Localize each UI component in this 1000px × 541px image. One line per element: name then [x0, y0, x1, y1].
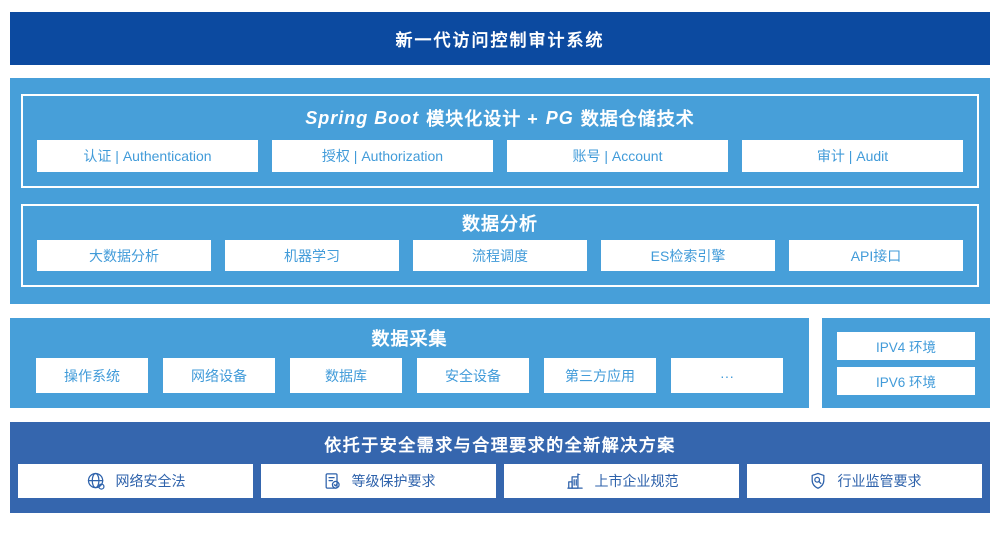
compliance-checklist-icon	[322, 471, 342, 491]
solution-industry-regulation: 行业监管要求	[747, 464, 982, 498]
module-audit: 审计 | Audit	[742, 140, 963, 172]
spring-boot-section: Spring Boot 模块化设计 + PG 数据仓储技术 认证 | Authe…	[21, 94, 979, 188]
title-part-spring-boot: Spring Boot	[305, 107, 420, 128]
module-api-interface: API接口	[789, 240, 963, 271]
module-es-search-engine: ES检索引擎	[601, 240, 775, 271]
solution-label: 行业监管要求	[837, 473, 922, 489]
module-authentication: 认证 | Authentication	[37, 140, 258, 172]
spring-module-row: 认证 | Authentication 授权 | Authorization 账…	[23, 140, 977, 186]
middle-row: 数据采集 操作系统 网络设备 数据库 安全设备 第三方应用 ··· IPV4 环…	[10, 318, 990, 408]
data-collection-title: 数据采集	[371, 329, 448, 349]
title-part-pg: PG	[545, 107, 574, 128]
listed-company-building-icon	[565, 471, 585, 491]
module-machine-learning: 机器学习	[225, 240, 399, 271]
diagram-page: 新一代访问控制审计系统 Spring Boot 模块化设计 + PG 数据仓储技…	[0, 12, 1000, 541]
section-spacer	[21, 188, 979, 204]
module-big-data-analysis: 大数据分析	[37, 240, 211, 271]
solution-label: 网络安全法	[115, 473, 186, 489]
solution-title: 依托于安全需求与合理要求的全新解决方案	[324, 435, 676, 455]
solution-section: 依托于安全需求与合理要求的全新解决方案 网络安全法	[10, 422, 990, 513]
solution-classified-protection: 等级保护要求	[261, 464, 496, 498]
module-process-scheduling: 流程调度	[413, 240, 587, 271]
solution-label: 上市企业规范	[594, 473, 679, 489]
module-security-device: 安全设备	[417, 358, 529, 393]
module-operating-system: 操作系统	[36, 358, 148, 393]
solution-cybersecurity-law: 网络安全法	[18, 464, 253, 498]
module-account: 账号 | Account	[507, 140, 728, 172]
title-part-modular-design: 模块化设计 +	[426, 109, 539, 129]
collection-module-row: 操作系统 网络设备 数据库 安全设备 第三方应用 ···	[36, 358, 783, 393]
system-title-banner: 新一代访问控制审计系统	[10, 12, 990, 65]
architecture-container: Spring Boot 模块化设计 + PG 数据仓储技术 认证 | Authe…	[10, 78, 990, 304]
globe-icon	[86, 471, 106, 491]
title-part-data-warehouse: 数据仓储技术	[580, 109, 695, 129]
data-analysis-title: 数据分析	[462, 214, 538, 234]
data-collection-section: 数据采集 操作系统 网络设备 数据库 安全设备 第三方应用 ···	[10, 318, 809, 408]
module-network-device: 网络设备	[163, 358, 275, 393]
ipv6-environment: IPV6 环境	[837, 366, 975, 395]
solution-row: 网络安全法 等级保护要求	[10, 464, 990, 498]
solution-label: 等级保护要求	[351, 473, 436, 489]
system-title: 新一代访问控制审计系统	[395, 31, 605, 50]
module-third-party-app: 第三方应用	[544, 358, 656, 393]
data-analysis-section: 数据分析 大数据分析 机器学习 流程调度 ES检索引擎 API接口	[21, 204, 979, 287]
solution-listed-company: 上市企业规范	[504, 464, 739, 498]
spring-boot-section-title: Spring Boot 模块化设计 + PG 数据仓储技术	[23, 96, 977, 140]
module-ellipsis: ···	[671, 358, 783, 393]
shield-search-icon	[808, 471, 828, 491]
ipv4-environment: IPV4 环境	[837, 331, 975, 360]
analysis-module-row: 大数据分析 机器学习 流程调度 ES检索引擎 API接口	[23, 240, 977, 285]
network-environment-panel: IPV4 环境 IPV6 环境	[822, 318, 990, 408]
module-authorization: 授权 | Authorization	[272, 140, 493, 172]
module-database: 数据库	[290, 358, 402, 393]
